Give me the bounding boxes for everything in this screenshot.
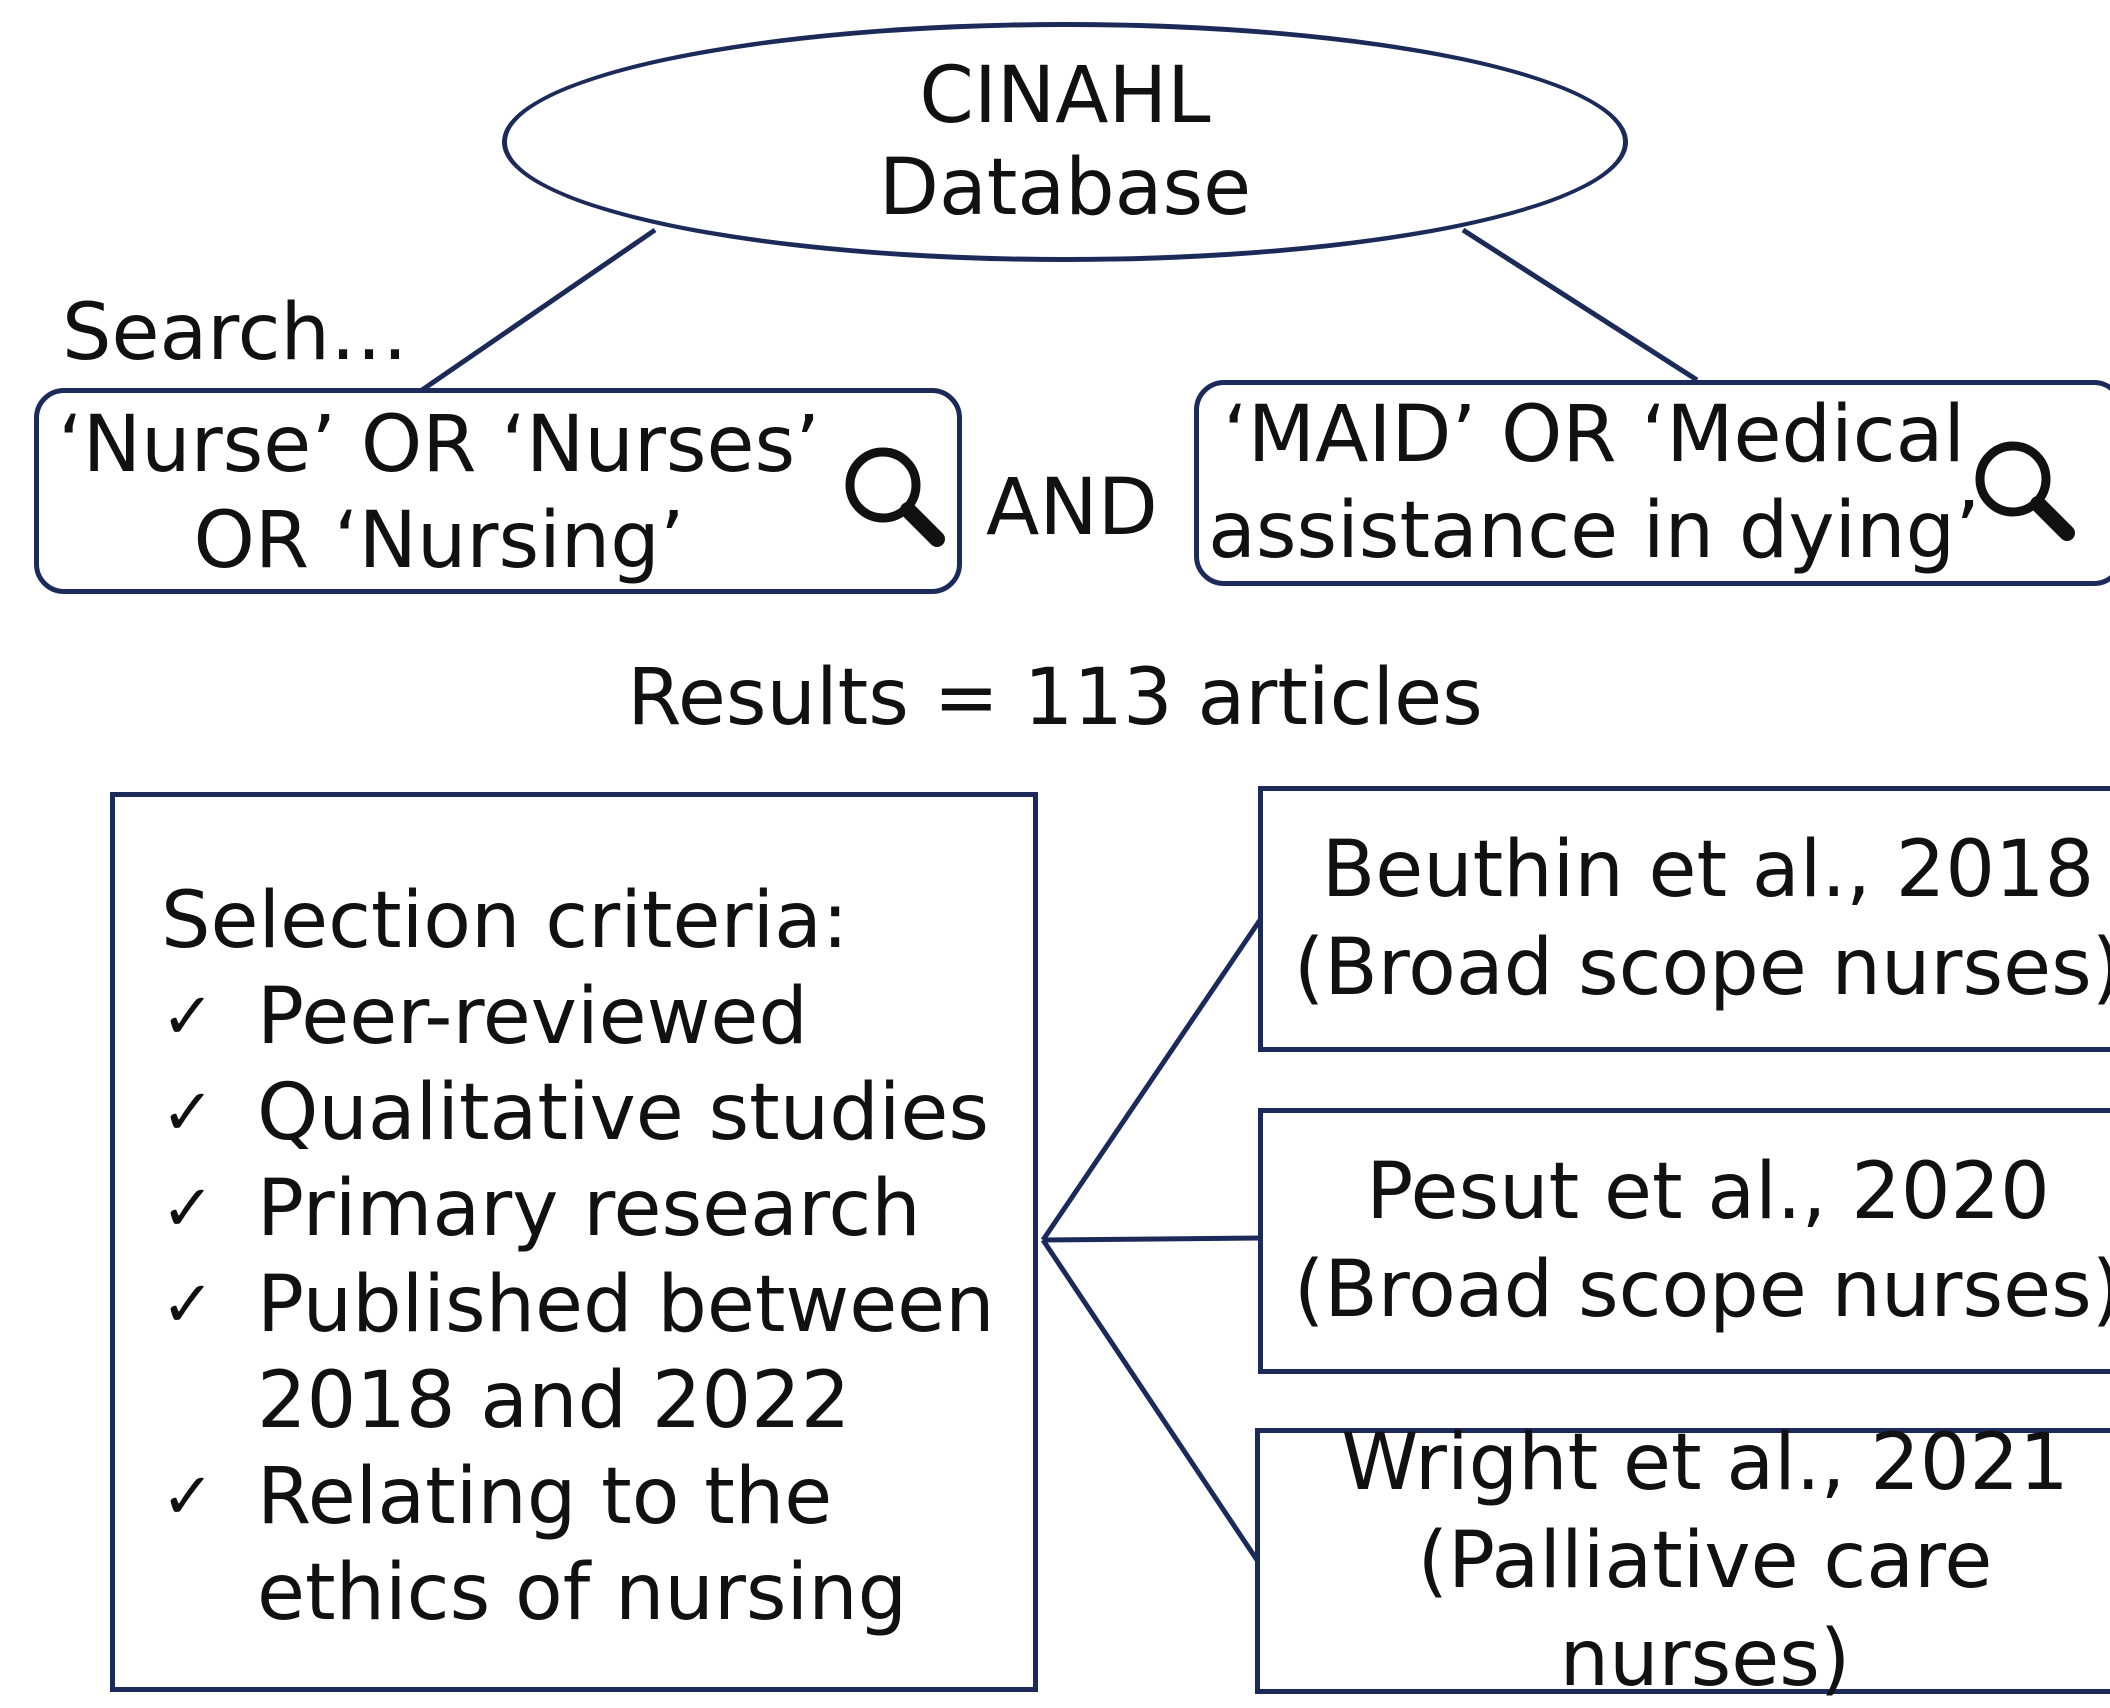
criteria-heading: Selection criteria:: [161, 876, 849, 966]
query-text-nursing: ‘Nurse’ OR ‘Nurses’ OR ‘Nursing’: [39, 397, 839, 589]
search-label: Search…: [62, 288, 408, 378]
connector-criteria-to-study-2: [1042, 1235, 1261, 1243]
criteria-text: Relating to the ethics of nursing: [257, 1452, 908, 1638]
query-line: OR ‘Nursing’: [193, 496, 685, 586]
criteria-item: ✓ Peer-reviewed: [161, 969, 1021, 1065]
criteria-text: Published between 2018 and 2022: [257, 1260, 995, 1446]
selection-criteria-box: Selection criteria: ✓ Peer-reviewed ✓ Qu…: [110, 792, 1038, 1692]
selected-study-3: Wright et al., 2021 (Palliative care nur…: [1255, 1418, 2110, 1704]
query-text-maid: ‘MAID’ OR ‘Medical assistance in dying’: [1199, 387, 1989, 579]
selected-study-2: Pesut et al., 2020 (Broad scope nurses): [1258, 1108, 2110, 1374]
criteria-item: ✓ Published between 2018 and 2022: [161, 1257, 1021, 1449]
connector-criteria-to-study-3: [1040, 1238, 1260, 1562]
connector-database-to-left-query: [420, 227, 657, 393]
search-icon: [1975, 441, 2075, 541]
check-icon: ✓: [161, 1172, 215, 1246]
query-line: assistance in dying’: [1208, 486, 1980, 576]
criteria-item: ✓ Primary research: [161, 1161, 1021, 1257]
selected-study-1: Beuthin et al., 2018 (Broad scope nurses…: [1258, 786, 2110, 1052]
check-icon: ✓: [161, 1076, 215, 1150]
database-name: CINAHL: [919, 51, 1211, 141]
check-icon: ✓: [161, 1460, 215, 1534]
search-icon: [845, 447, 945, 547]
query-box-maid: ‘MAID’ OR ‘Medical assistance in dying’: [1194, 380, 2110, 586]
results-count: Results = 113 articles: [627, 653, 1483, 743]
boolean-operator: AND: [986, 463, 1158, 553]
query-line: ‘MAID’ OR ‘Medical: [1222, 390, 1966, 480]
check-icon: ✓: [161, 980, 215, 1054]
connector-database-to-right-query: [1461, 227, 1699, 383]
query-box-nursing: ‘Nurse’ OR ‘Nurses’ OR ‘Nursing’: [34, 388, 962, 594]
criteria-list: ✓ Peer-reviewed ✓ Qualitative studies ✓ …: [161, 969, 1021, 1641]
study-citation: Pesut et al., 2020: [1366, 1147, 2050, 1237]
connector-criteria-to-study-1: [1040, 918, 1263, 1242]
study-citation: Beuthin et al., 2018: [1321, 825, 2095, 915]
check-icon: ✓: [161, 1268, 215, 1342]
study-scope: (Palliative care nurses): [1417, 1516, 1993, 1704]
study-scope: (Broad scope nurses): [1293, 1245, 2110, 1335]
criteria-item: ✓ Relating to the ethics of nursing: [161, 1449, 1021, 1641]
criteria-item: ✓ Qualitative studies: [161, 1065, 1021, 1161]
database-node: CINAHL Database: [502, 22, 1628, 262]
criteria-text: Primary research: [257, 1164, 921, 1254]
database-label: Database: [878, 143, 1252, 233]
criteria-text: Peer-reviewed: [257, 972, 808, 1062]
study-scope: (Broad scope nurses): [1293, 923, 2110, 1013]
study-citation: Wright et al., 2021: [1341, 1418, 2069, 1508]
query-line: ‘Nurse’ OR ‘Nurses’: [58, 400, 820, 490]
criteria-text: Qualitative studies: [257, 1068, 990, 1158]
